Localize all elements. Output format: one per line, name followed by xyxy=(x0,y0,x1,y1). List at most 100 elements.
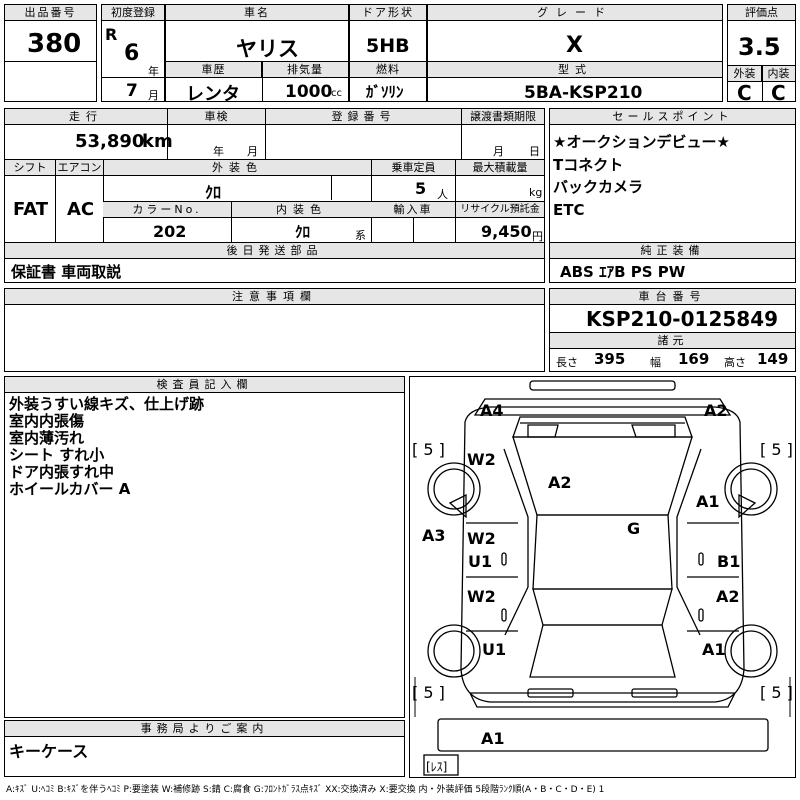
mileage: 53,890 xyxy=(75,131,145,152)
tire-rating: [ 5 ] xyxy=(412,440,445,459)
int-score: C xyxy=(771,81,786,105)
length: 395 xyxy=(594,350,626,368)
tire-rating: [ 5 ] xyxy=(760,683,793,702)
history: レンタ xyxy=(186,84,240,105)
fuel-label: 燃料 xyxy=(350,62,426,78)
inspector-note: 室内内張傷 xyxy=(9,412,85,430)
first-reg-label: 初度登録 xyxy=(102,5,164,21)
exterior-color: ｸﾛ xyxy=(205,183,222,202)
reg-month: 7 xyxy=(126,81,138,101)
damage-mark: B1 xyxy=(717,552,741,571)
sales-list: ★オークションデビュー★ Tコネクト バックカメラ ETC xyxy=(553,131,730,221)
sales-points-box: セールスポイント ★オークションデビュー★ Tコネクト バックカメラ ETC 純… xyxy=(549,108,796,283)
spec-table: 走行 車検 登録番号 譲渡書類期限 53,890 km 年 月 月 日 シフト … xyxy=(4,108,545,283)
month-unit: 月 xyxy=(148,89,159,102)
capacity: 5 xyxy=(415,179,427,198)
intcolor-label: 内装色 xyxy=(231,202,371,218)
damage-mark: W2 xyxy=(467,587,496,606)
load-unit: kg xyxy=(529,186,543,199)
model: 5BA-KSP210 xyxy=(524,83,643,103)
damage-mark: U1 xyxy=(468,552,493,571)
ac-label: エアコン xyxy=(55,160,103,176)
grade: X xyxy=(566,33,583,58)
inspector-note: ホイールカバー A xyxy=(9,480,131,498)
recycle-label: リサイクル預託金 xyxy=(455,202,544,218)
damage-mark: W2 xyxy=(467,529,496,548)
color-label: 外装色 xyxy=(103,160,371,176)
fuel: ｶﾞｿﾘﾝ xyxy=(366,83,404,101)
inspector-label: 検査員記入欄 xyxy=(5,377,404,393)
legend: A:ｷｽﾞ U:ﾍｺﾐ B:ｷｽﾞを伴うﾍｺﾐ P:要塗装 W:補修跡 S:錆 … xyxy=(6,785,605,795)
first-registration-box: 初度登録 R 6 年 7 月 xyxy=(101,4,165,102)
transfer-label: 譲渡書類期限 xyxy=(461,109,544,125)
displacement: 1000 xyxy=(285,82,333,102)
sales-point: バックカメラ xyxy=(553,178,644,196)
equipment: ABS ｴｱB PS PW xyxy=(560,263,686,281)
equipment-label: 純正装備 xyxy=(550,243,795,259)
inspection-label: 車検 xyxy=(167,109,265,125)
inspection-month-unit: 月 xyxy=(247,145,258,158)
sales-point: ETC xyxy=(553,200,585,219)
shift-label: シフト xyxy=(5,160,55,176)
inspector-note: シート すれ小 xyxy=(9,446,105,464)
tire-rating: [ 5 ] xyxy=(760,440,793,459)
int-label: 内装 xyxy=(762,66,795,82)
recycle-fee: 9,450 xyxy=(481,222,532,241)
recycle-unit: 円 xyxy=(532,230,543,243)
chassis-label: 車台番号 xyxy=(550,289,795,305)
displacement-label: 排気量 xyxy=(262,62,348,78)
interior-color: ｸﾛ xyxy=(295,223,311,241)
ext-label: 外装 xyxy=(728,66,762,82)
damage-mark: W2 xyxy=(467,450,496,469)
mileage-label: 走行 xyxy=(5,109,167,125)
lot-number: 380 xyxy=(27,29,82,59)
model-label: 型式 xyxy=(428,62,722,78)
lot-box: 出品番号 380 xyxy=(4,4,97,102)
damage-mark: A3 xyxy=(422,526,446,545)
car-name: ヤリス xyxy=(236,37,299,61)
chassis-box: 車台番号 KSP210-0125849 諸元 長さ 395 幅 169 高さ 1… xyxy=(549,288,796,372)
inspector-note: 外装うすい線キズ、仕上げ跡 xyxy=(9,395,205,413)
tire-rating: [ 5 ] xyxy=(412,683,445,702)
office-label: 事務局よりご案内 xyxy=(5,721,404,737)
grade-label: グレード xyxy=(428,5,722,21)
capacity-unit: 人 xyxy=(437,188,448,201)
score-box: 評価点 3.5 外装 内装 C C xyxy=(727,4,796,105)
later-parts: 保証書 車両取説 xyxy=(11,263,122,281)
door-label: ドア形状 xyxy=(350,5,426,21)
name-label: 車名 xyxy=(166,5,348,21)
grade-box: グレード X 型式 5BA-KSP210 xyxy=(427,4,723,103)
door-box: ドア形状 5HB 燃料 ｶﾞｿﾘﾝ xyxy=(349,4,427,102)
shift: FAT xyxy=(13,199,49,220)
capacity-label: 乗車定員 xyxy=(371,160,455,176)
import-label: 輸入車 xyxy=(371,202,455,218)
intcolor-unit: 系 xyxy=(355,229,366,242)
load-label: 最大積載量 xyxy=(455,160,544,176)
transfer-month-unit: 月 xyxy=(493,145,504,158)
lot-label: 出品番号 xyxy=(5,5,96,21)
history-label: 車歴 xyxy=(166,62,262,78)
office-box: 事務局よりご案内 キーケース xyxy=(4,720,405,777)
inspector-note: 室内薄汚れ xyxy=(9,429,85,447)
damage-mark: A2 xyxy=(716,587,740,606)
width-label: 幅 xyxy=(650,356,661,369)
length-label: 長さ xyxy=(556,356,578,369)
ac: AC xyxy=(67,199,95,220)
color-number: 202 xyxy=(153,222,187,241)
sales-point: ★オークションデビュー★ xyxy=(553,133,730,151)
dims-label: 諸元 xyxy=(550,332,795,349)
inspector-note: ドア内張すれ中 xyxy=(9,463,115,481)
damage-mark: U1 xyxy=(482,640,507,659)
later-parts-label: 後日発送部品 xyxy=(5,243,544,259)
spare-tire: [ﾚｽ] xyxy=(426,760,448,774)
damage-mark: A4 xyxy=(480,401,504,420)
caution-label: 注意事項欄 xyxy=(5,289,544,305)
car-outline xyxy=(414,380,791,776)
year-unit: 年 xyxy=(148,65,159,78)
office-note: キーケース xyxy=(9,742,89,761)
score: 3.5 xyxy=(738,33,781,61)
transfer-day-unit: 日 xyxy=(529,145,540,158)
displacement-unit: cc xyxy=(331,88,342,99)
chassis-number: KSP210-0125849 xyxy=(586,307,779,331)
damage-mark: A1 xyxy=(702,640,726,659)
